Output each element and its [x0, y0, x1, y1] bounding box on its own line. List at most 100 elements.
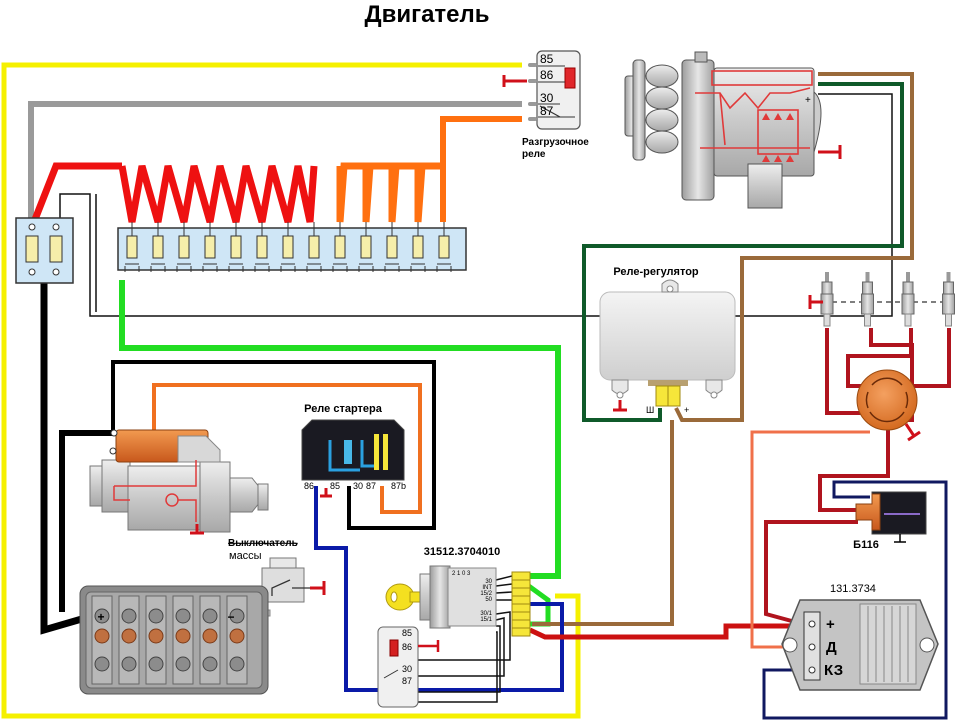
ignition-contact-15-2: 15/2 — [480, 591, 492, 597]
fuse[interactable] — [152, 235, 164, 259]
battery-post — [121, 656, 137, 672]
starter-motor — [89, 429, 269, 535]
battery-cap — [202, 628, 218, 644]
battery-post — [94, 608, 110, 624]
ignition-switch-part-number: 31512.3704010 — [424, 546, 500, 558]
battery-cap — [121, 628, 137, 644]
fuse[interactable] — [25, 235, 39, 263]
wires — [1, 62, 955, 720]
ignition-contact-30-1: 30/1 — [480, 611, 492, 617]
ignition-contact-15-1: 15/1 — [480, 617, 492, 623]
wire-orange-starter — [152, 383, 422, 514]
battery-cap — [229, 628, 245, 644]
wire-black-starter-relay — [111, 360, 436, 530]
starter-relay-label: Реле стартера — [304, 403, 383, 415]
wire-thin-1 — [59, 93, 893, 317]
fuse[interactable] — [204, 235, 216, 259]
wire-navy — [762, 480, 948, 720]
ignition-relay-pin-30: 30 — [402, 664, 412, 674]
fuse-terminal — [254, 263, 270, 272]
fuse[interactable] — [256, 235, 268, 259]
mass-switch-label-2: массы — [229, 550, 262, 562]
fuse-terminal — [306, 263, 322, 272]
battery-post — [148, 656, 164, 672]
fuse[interactable] — [282, 235, 294, 259]
fuse[interactable] — [178, 235, 190, 259]
spark-lead-3 — [846, 328, 913, 388]
battery: + − — [79, 585, 269, 695]
wire-black-starter — [59, 430, 114, 612]
ground-icon — [190, 524, 204, 535]
wire-green — [119, 280, 561, 579]
starter-relay-pin-87b: 87b — [391, 481, 406, 491]
ignition-relay-pin-85: 85 — [402, 628, 412, 638]
connector-pin — [511, 587, 531, 597]
commutator-part-number: 131.3734 — [830, 583, 876, 595]
wire-darkgreen — [582, 82, 904, 422]
fuse-block-main — [117, 222, 467, 272]
wire-red-ignition — [528, 623, 810, 640]
wire-orange-zigzag — [336, 162, 443, 223]
ground-icon — [808, 295, 823, 309]
battery-post — [175, 608, 191, 624]
wire-yellow — [1, 62, 581, 719]
wire-gray — [28, 101, 522, 225]
fuse-terminal — [332, 263, 348, 272]
wire-red-zigzag — [118, 165, 318, 223]
fuse-terminal — [436, 263, 452, 272]
ignition-contact-int: INT — [482, 585, 492, 591]
fuse-terminal — [384, 263, 400, 272]
generator-plus-mark: + — [805, 95, 811, 106]
fuse[interactable] — [308, 235, 320, 259]
ignition-switch: 31512.3704010 2 1 0 3 30 INT 15/2 50 30/… — [385, 546, 531, 637]
fuse-terminal — [280, 263, 296, 272]
wire-orange-feed — [440, 116, 522, 222]
battery-cap — [94, 628, 110, 644]
ground-icon — [502, 75, 527, 87]
mass-switch-body[interactable] — [261, 567, 305, 603]
connector-pin — [511, 595, 531, 605]
spark-lead-1 — [825, 328, 872, 415]
generator-internal-circuit — [695, 70, 813, 162]
diagram-title: Двигатель — [364, 1, 489, 28]
spark-plug — [942, 272, 955, 327]
commutator-terminal-kz: КЗ — [824, 662, 843, 679]
connector-pin — [511, 603, 531, 613]
fuse[interactable] — [438, 235, 450, 259]
fuse[interactable] — [334, 235, 346, 259]
fuse[interactable] — [412, 235, 424, 259]
starter-relay-pin-86: 86 — [304, 481, 314, 491]
fuse-terminal — [228, 263, 244, 272]
starter-relay: Реле стартера 86 85 30 87 87b — [301, 403, 406, 498]
fuse-terminal — [410, 263, 426, 272]
voltage-regulator: Реле-регулятор Ш + — [599, 266, 736, 415]
generator: + — [624, 51, 842, 209]
ground-icon — [904, 423, 921, 442]
ignition-contact-30: 30 — [485, 579, 492, 585]
ground-icon — [818, 145, 842, 159]
ignition-relay-pin-86: 86 — [402, 642, 412, 652]
ignition-relay-pin-87: 87 — [402, 676, 412, 686]
key-icon[interactable] — [385, 583, 423, 611]
starter-relay-pin-30: 30 — [353, 481, 363, 491]
unload-relay-label-2: реле — [522, 149, 546, 160]
commutator: 131.3734 + Д КЗ — [781, 583, 939, 691]
connector-pin — [511, 571, 531, 581]
terminal-plus-label: + — [684, 405, 689, 415]
battery-post — [229, 608, 245, 624]
fuse[interactable] — [126, 235, 138, 259]
ground-icon — [613, 400, 627, 412]
fuse[interactable] — [49, 235, 63, 263]
fuse[interactable] — [230, 235, 242, 259]
mass-switch-label-1: Выключатель — [228, 538, 298, 549]
ignition-coil-label: Б116 — [853, 539, 879, 551]
commutator-terminal-plus: + — [826, 616, 835, 633]
connector-pin — [511, 611, 531, 621]
unload-relay-pin-87: 87 — [540, 104, 554, 118]
fuse[interactable] — [360, 235, 372, 259]
fuse[interactable] — [386, 235, 398, 259]
battery-post — [202, 608, 218, 624]
wire-darkred-coil — [764, 520, 858, 628]
battery-cap — [148, 628, 164, 644]
